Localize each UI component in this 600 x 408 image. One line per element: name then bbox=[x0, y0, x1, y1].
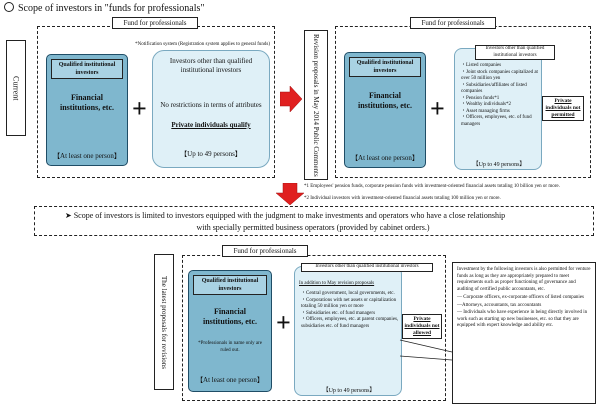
qii-header: Qualified institutional investors bbox=[349, 57, 421, 77]
qii-footer: 【At least one person】 bbox=[53, 152, 121, 160]
scope-line-1: ➤ Scope of investors is limited to inves… bbox=[65, 211, 506, 220]
down-arrow-icon bbox=[276, 183, 304, 205]
plus-sign: + bbox=[132, 94, 147, 123]
list-item: ・Pension funds*1 bbox=[461, 95, 500, 101]
footnote-2: *2 Individual investors with investment-… bbox=[304, 196, 501, 201]
latest-other-box: Investors other than qualified instituti… bbox=[294, 263, 433, 396]
list-item: ・Officers, employees, etc. at parent com… bbox=[301, 317, 399, 329]
other-footer: 【Up to 49 persons】 bbox=[472, 162, 526, 168]
current-qii-box: Qualified institutional investors Financ… bbox=[46, 54, 128, 166]
current-other-box: Investors other than qualified instituti… bbox=[152, 50, 270, 168]
other-header: Investors other than qualified instituti… bbox=[169, 57, 253, 74]
may-qii-box: Qualified institutional investors Financ… bbox=[344, 52, 426, 168]
other-intro: In addition to May revision proposals bbox=[299, 281, 375, 286]
qii-footer: 【At least one person】 bbox=[351, 154, 419, 162]
current-side-label: Current bbox=[6, 40, 26, 136]
list-item: ・Listed companies bbox=[461, 63, 502, 68]
plus-sign: + bbox=[276, 308, 291, 337]
list-item: ・Wealthy individuals*2 bbox=[461, 102, 512, 107]
other-footer: 【Up to 49 persons】 bbox=[180, 150, 242, 158]
qii-body: Financial institutions, etc. bbox=[60, 93, 114, 112]
list-item: ・Subsidiaries/affiliates of listed compa… bbox=[461, 82, 527, 95]
other-body-2: Private individuals qualify bbox=[171, 121, 251, 129]
scope-banner: ➤ Scope of investors is limited to inves… bbox=[34, 206, 594, 236]
right-arrow-icon bbox=[280, 86, 302, 112]
private-not-allowed-badge: Private individuals not allowed bbox=[402, 314, 442, 339]
latest-fund-label: Fund for professionals bbox=[222, 245, 308, 257]
may-other-box: Investors other than qualified instituti… bbox=[454, 45, 555, 170]
qii-body: Financial institutions, etc. bbox=[358, 91, 412, 110]
list-item: ・Joint stock companies capitalized at ov… bbox=[461, 69, 538, 82]
other-body-1: No restrictions in terms of attributes bbox=[160, 101, 262, 109]
may-investor-list: ・Listed companies ・Joint stock companies… bbox=[457, 63, 539, 128]
note-lead: Investment by the following investors is… bbox=[457, 267, 591, 292]
qii-header: Qualified institutional investors bbox=[193, 275, 267, 295]
notification-note: *Notification system (Registration syste… bbox=[135, 42, 270, 47]
qii-body: Financial institutions, etc. bbox=[203, 307, 257, 326]
latest-side-label: The latest proposals for revisions bbox=[154, 254, 174, 390]
note-item-2: —Attorneys, accountants, tax accountants bbox=[457, 302, 542, 308]
venture-fund-note: Investment by the following investors is… bbox=[452, 262, 596, 404]
latest-qii-box: Qualified institutional investors Financ… bbox=[188, 270, 272, 392]
other-footer: 【Up to 49 persons】 bbox=[322, 388, 376, 394]
list-item: ・Subsidiaries etc. of fund managers bbox=[301, 310, 376, 316]
list-item: ・Corporations with net assets or capital… bbox=[301, 297, 397, 310]
may-fund-label: Fund for professionals bbox=[410, 17, 496, 29]
scope-line-2: with specially permitted business operat… bbox=[196, 223, 430, 232]
current-fund-label: Fund for professionals bbox=[112, 17, 198, 29]
qii-footer: 【At least one person】 bbox=[196, 376, 264, 384]
latest-investor-list: ・Central government, local governments, … bbox=[297, 291, 399, 330]
page-title: Scope of investors in "funds for profess… bbox=[4, 2, 204, 14]
qii-note: *Professionals in name only are ruled ou… bbox=[198, 341, 262, 353]
list-item: ・Officers, employees, etc. of fund manag… bbox=[461, 115, 532, 127]
note-item-1: — Corporate officers, ex-corporate offic… bbox=[457, 295, 584, 300]
circle-icon bbox=[4, 2, 14, 12]
plus-sign: + bbox=[430, 94, 445, 123]
latest-fund-frame bbox=[182, 255, 446, 401]
qii-header: Qualified institutional investors bbox=[51, 59, 123, 79]
private-not-permitted-badge: Private individuals not permitted bbox=[542, 96, 584, 121]
connector-lines bbox=[399, 339, 453, 361]
list-item: ・Asset managing firms bbox=[461, 108, 510, 114]
footnote-1: *1 Employees' pension funds, corporate p… bbox=[304, 184, 560, 189]
list-item: ・Central government, local governments, … bbox=[301, 291, 395, 296]
other-header: Investors other than qualified instituti… bbox=[475, 45, 555, 60]
other-header: Investors other than qualified instituti… bbox=[301, 263, 433, 272]
may-2014-side-label: Revision proposals in May 2014 Public Co… bbox=[304, 30, 328, 180]
note-item-3: — Individuals who have experience in bei… bbox=[457, 310, 588, 328]
